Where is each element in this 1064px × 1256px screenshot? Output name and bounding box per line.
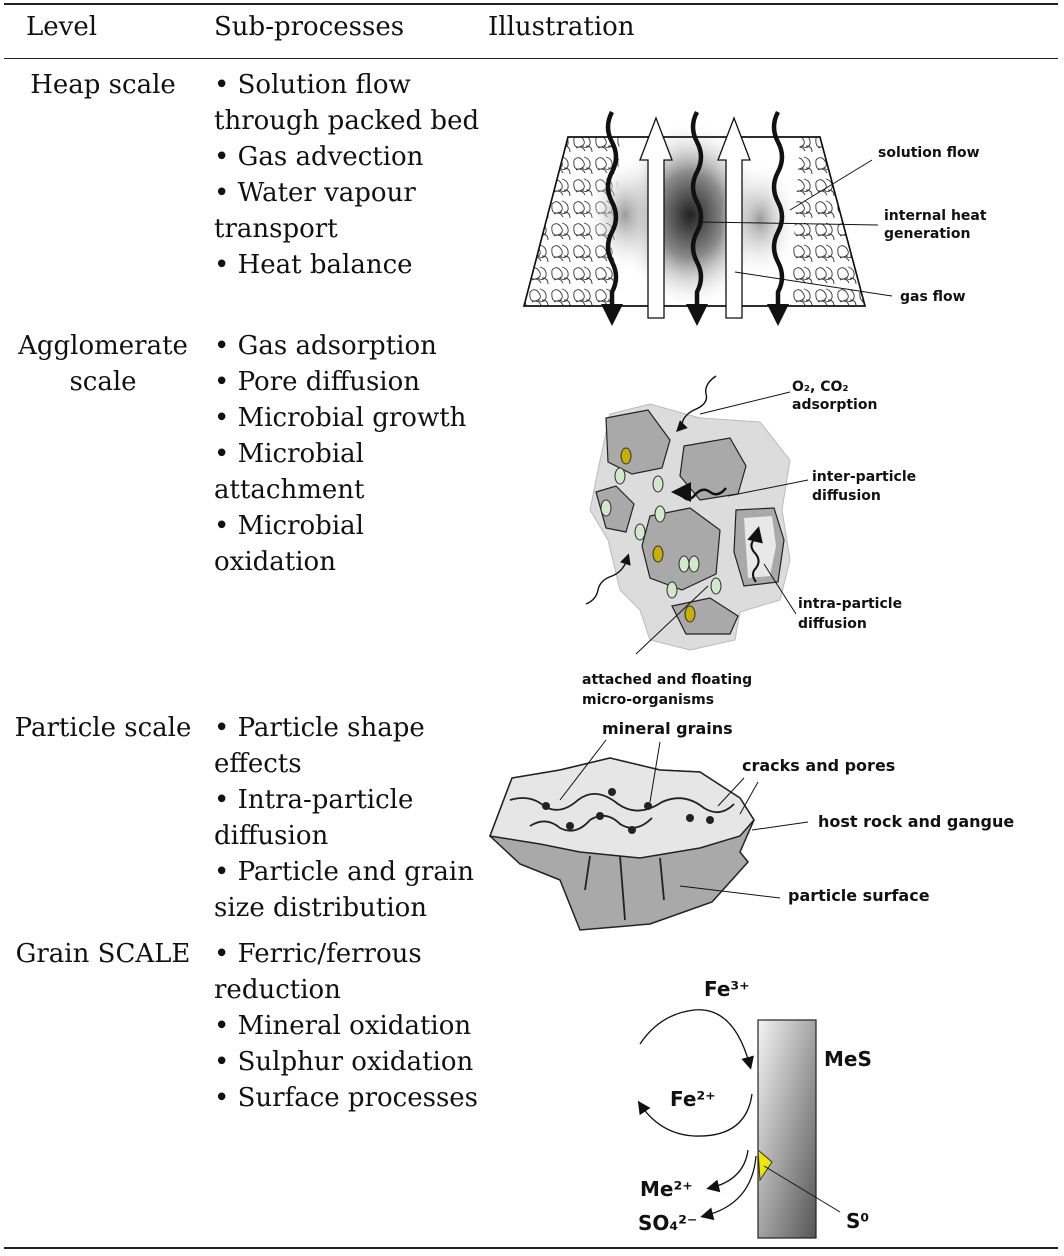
level-particle: Particle scale <box>14 713 192 743</box>
list-item: • Gas advection <box>214 142 424 172</box>
label-inter-particle: inter-particle <box>812 469 916 485</box>
subprocess-list-particle: • Particle shape effects • Intra-particl… <box>214 710 484 926</box>
list-item: • Solution flow through packed bed <box>214 70 480 136</box>
list-item: • Microbial growth <box>214 403 467 433</box>
bottom-rule <box>4 1247 1058 1249</box>
heap-diagram: solution flow internal heat generation g… <box>523 110 987 326</box>
label-micro-organisms: micro-organisms <box>582 692 714 708</box>
header-illustration: Illustration <box>488 12 635 42</box>
label-me2: Me²⁺ <box>640 1177 693 1201</box>
subprocess-list-grain: • Ferric/ferrous reduction • Mineral oxi… <box>214 936 484 1116</box>
label-attached-floating: attached and floating <box>582 672 752 688</box>
label-inter-diffusion: diffusion <box>812 488 881 504</box>
label-s0: S⁰ <box>846 1209 869 1233</box>
label-intra-diffusion: diffusion <box>798 616 867 632</box>
list-item: • Microbial oxidation <box>214 511 364 577</box>
label-intra-particle: intra-particle <box>798 596 902 612</box>
grain-diagram: Fe³⁺ MeS Fe²⁺ Me²⁺ SO₄²⁻ S⁰ <box>637 977 872 1239</box>
level-agglomerate: Agglomerate scale <box>18 331 188 397</box>
label-heat-generation: generation <box>884 226 970 242</box>
level-grain: Grain SCALE <box>15 939 191 969</box>
list-item: • Gas adsorption <box>214 331 437 361</box>
header-rule <box>4 58 1058 59</box>
list-item: • Microbial attachment <box>214 439 365 505</box>
list-item: • Ferric/ferrous reduction <box>214 939 422 1005</box>
label-cracks-pores: cracks and pores <box>742 756 895 775</box>
label-host-rock: host rock and gangue <box>818 812 1014 831</box>
label-so4: SO₄²⁻ <box>638 1211 697 1235</box>
list-item: • Mineral oxidation <box>214 1011 472 1041</box>
list-item: • Particle shape effects <box>214 713 425 779</box>
subprocess-list-agglomerate: • Gas adsorption • Pore diffusion • Micr… <box>214 328 484 580</box>
label-adsorption: adsorption <box>792 397 877 413</box>
list-item: • Sulphur oxidation <box>214 1047 474 1077</box>
label-mes: MeS <box>824 1047 872 1071</box>
level-heap: Heap scale <box>30 70 176 100</box>
label-internal-heat: internal heat <box>884 208 987 224</box>
label-gas-flow: gas flow <box>900 289 966 305</box>
label-fe3: Fe³⁺ <box>704 977 750 1001</box>
list-item: • Intra-particle diffusion <box>214 785 414 851</box>
header-subprocesses: Sub-processes <box>214 12 405 42</box>
list-item: • Particle and grain size distribution <box>214 857 474 923</box>
label-solution-flow: solution flow <box>878 145 980 161</box>
label-fe2: Fe²⁺ <box>670 1087 716 1111</box>
list-item: • Heat balance <box>214 250 413 280</box>
label-gas-adsorbed: O₂, CO₂ <box>792 379 849 395</box>
top-rule <box>4 3 1058 5</box>
agglomerate-diagram: O₂, CO₂ adsorption inter-particle diffus… <box>582 375 916 708</box>
list-item: • Surface processes <box>214 1083 479 1113</box>
label-particle-surface: particle surface <box>788 886 930 905</box>
list-item: • Water vapour transport <box>214 178 416 244</box>
particle-diagram: mineral grains cracks and pores host roc… <box>488 719 1014 931</box>
list-item: • Pore diffusion <box>214 367 421 397</box>
label-mineral-grains: mineral grains <box>602 719 733 738</box>
header-level: Level <box>26 12 98 42</box>
subprocess-list-heap: • Solution flow through packed bed • Gas… <box>214 67 484 283</box>
